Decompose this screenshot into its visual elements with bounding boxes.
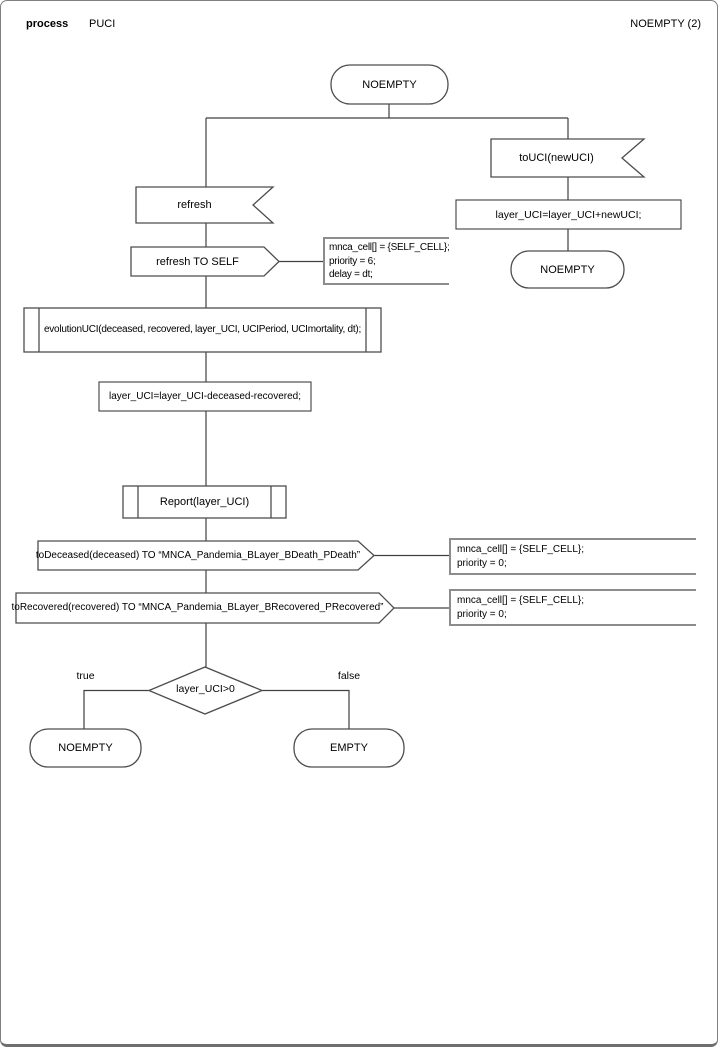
output-refresh-self-label: refresh TO SELF [156,255,239,268]
procedure-evolution-label: evolutionUCI(deceased, recovered, layer_… [44,324,361,335]
input-refresh-label: refresh [177,199,212,211]
comment-refresh-text: mnca_cell[] = {SELF_CELL}; priority = 6;… [329,241,450,282]
state-false-label: EMPTY [330,742,368,754]
header-kind-label: process [26,18,69,30]
comment-deceased-text: mnca_cell[] = {SELF_CELL}; priority = 0; [457,543,584,570]
decision-shape [147,666,264,715]
comment-refresh-line2: priority = 6; [329,255,376,267]
comment-recovered-line2: priority = 0; [457,608,507,620]
assign-subtract-label: layer_UCI=layer_UCI-deceased-recovered; [108,390,302,402]
input-touci-label: toUCI(newUCI) [519,152,594,164]
assign-add-label: layer_UCI=layer_UCI+newUCI; [495,208,642,221]
header-page-ref: NOEMPTY (2) [630,18,701,30]
decision-label: layer_UCI>0 [176,683,235,695]
branch-true-label: true [76,670,95,682]
state-start-label: NOEMPTY [362,78,417,91]
output-deceased-label: toDeceased(deceased) TO “MNCA_Pandemia_B… [35,549,361,561]
output-shape-deceased [37,540,375,571]
state-shape-after-touci [510,250,625,289]
comment-deceased-line2: priority = 0; [457,557,507,569]
comment-recovered-text: mnca_cell[] = {SELF_CELL}; priority = 0; [457,594,584,621]
comment-shape-refresh [323,237,449,285]
procedure-report-label: Report(layer_UCI) [159,496,250,508]
comment-deceased-line1: mnca_cell[] = {SELF_CELL}; [457,544,585,555]
task-shape-assign-subtract [98,381,312,412]
state-shape-false-branch [293,728,405,768]
state-shape-true-branch [29,728,142,768]
comment-shape-recovered [449,589,696,626]
connector-lines [83,104,569,729]
state-shape-start [330,64,449,105]
comment-refresh-line3: delay = dt; [329,269,373,280]
state-after-touci-label: NOEMPTY [540,263,595,276]
input-shape-refresh [135,186,275,224]
output-recovered-label: toRecovered(recovered) TO “MNCA_Pandemia… [11,602,384,613]
output-shape-recovered [15,592,395,624]
procedure-shape-evolution [23,307,382,353]
state-true-label: NOEMPTY [58,742,113,754]
branch-false-label: false [337,670,361,682]
header-process-name: PUCI [89,18,116,30]
task-shape-assign-add [455,199,682,230]
comment-shape-deceased [449,538,696,575]
comment-refresh-line1: mnca_cell[] = {SELF_CELL}; [329,242,450,253]
procedure-shape-report [122,485,287,519]
input-shape-touci [490,138,646,178]
output-shape-refresh-self [130,246,280,277]
comment-recovered-line1: mnca_cell[] = {SELF_CELL}; [457,595,585,606]
